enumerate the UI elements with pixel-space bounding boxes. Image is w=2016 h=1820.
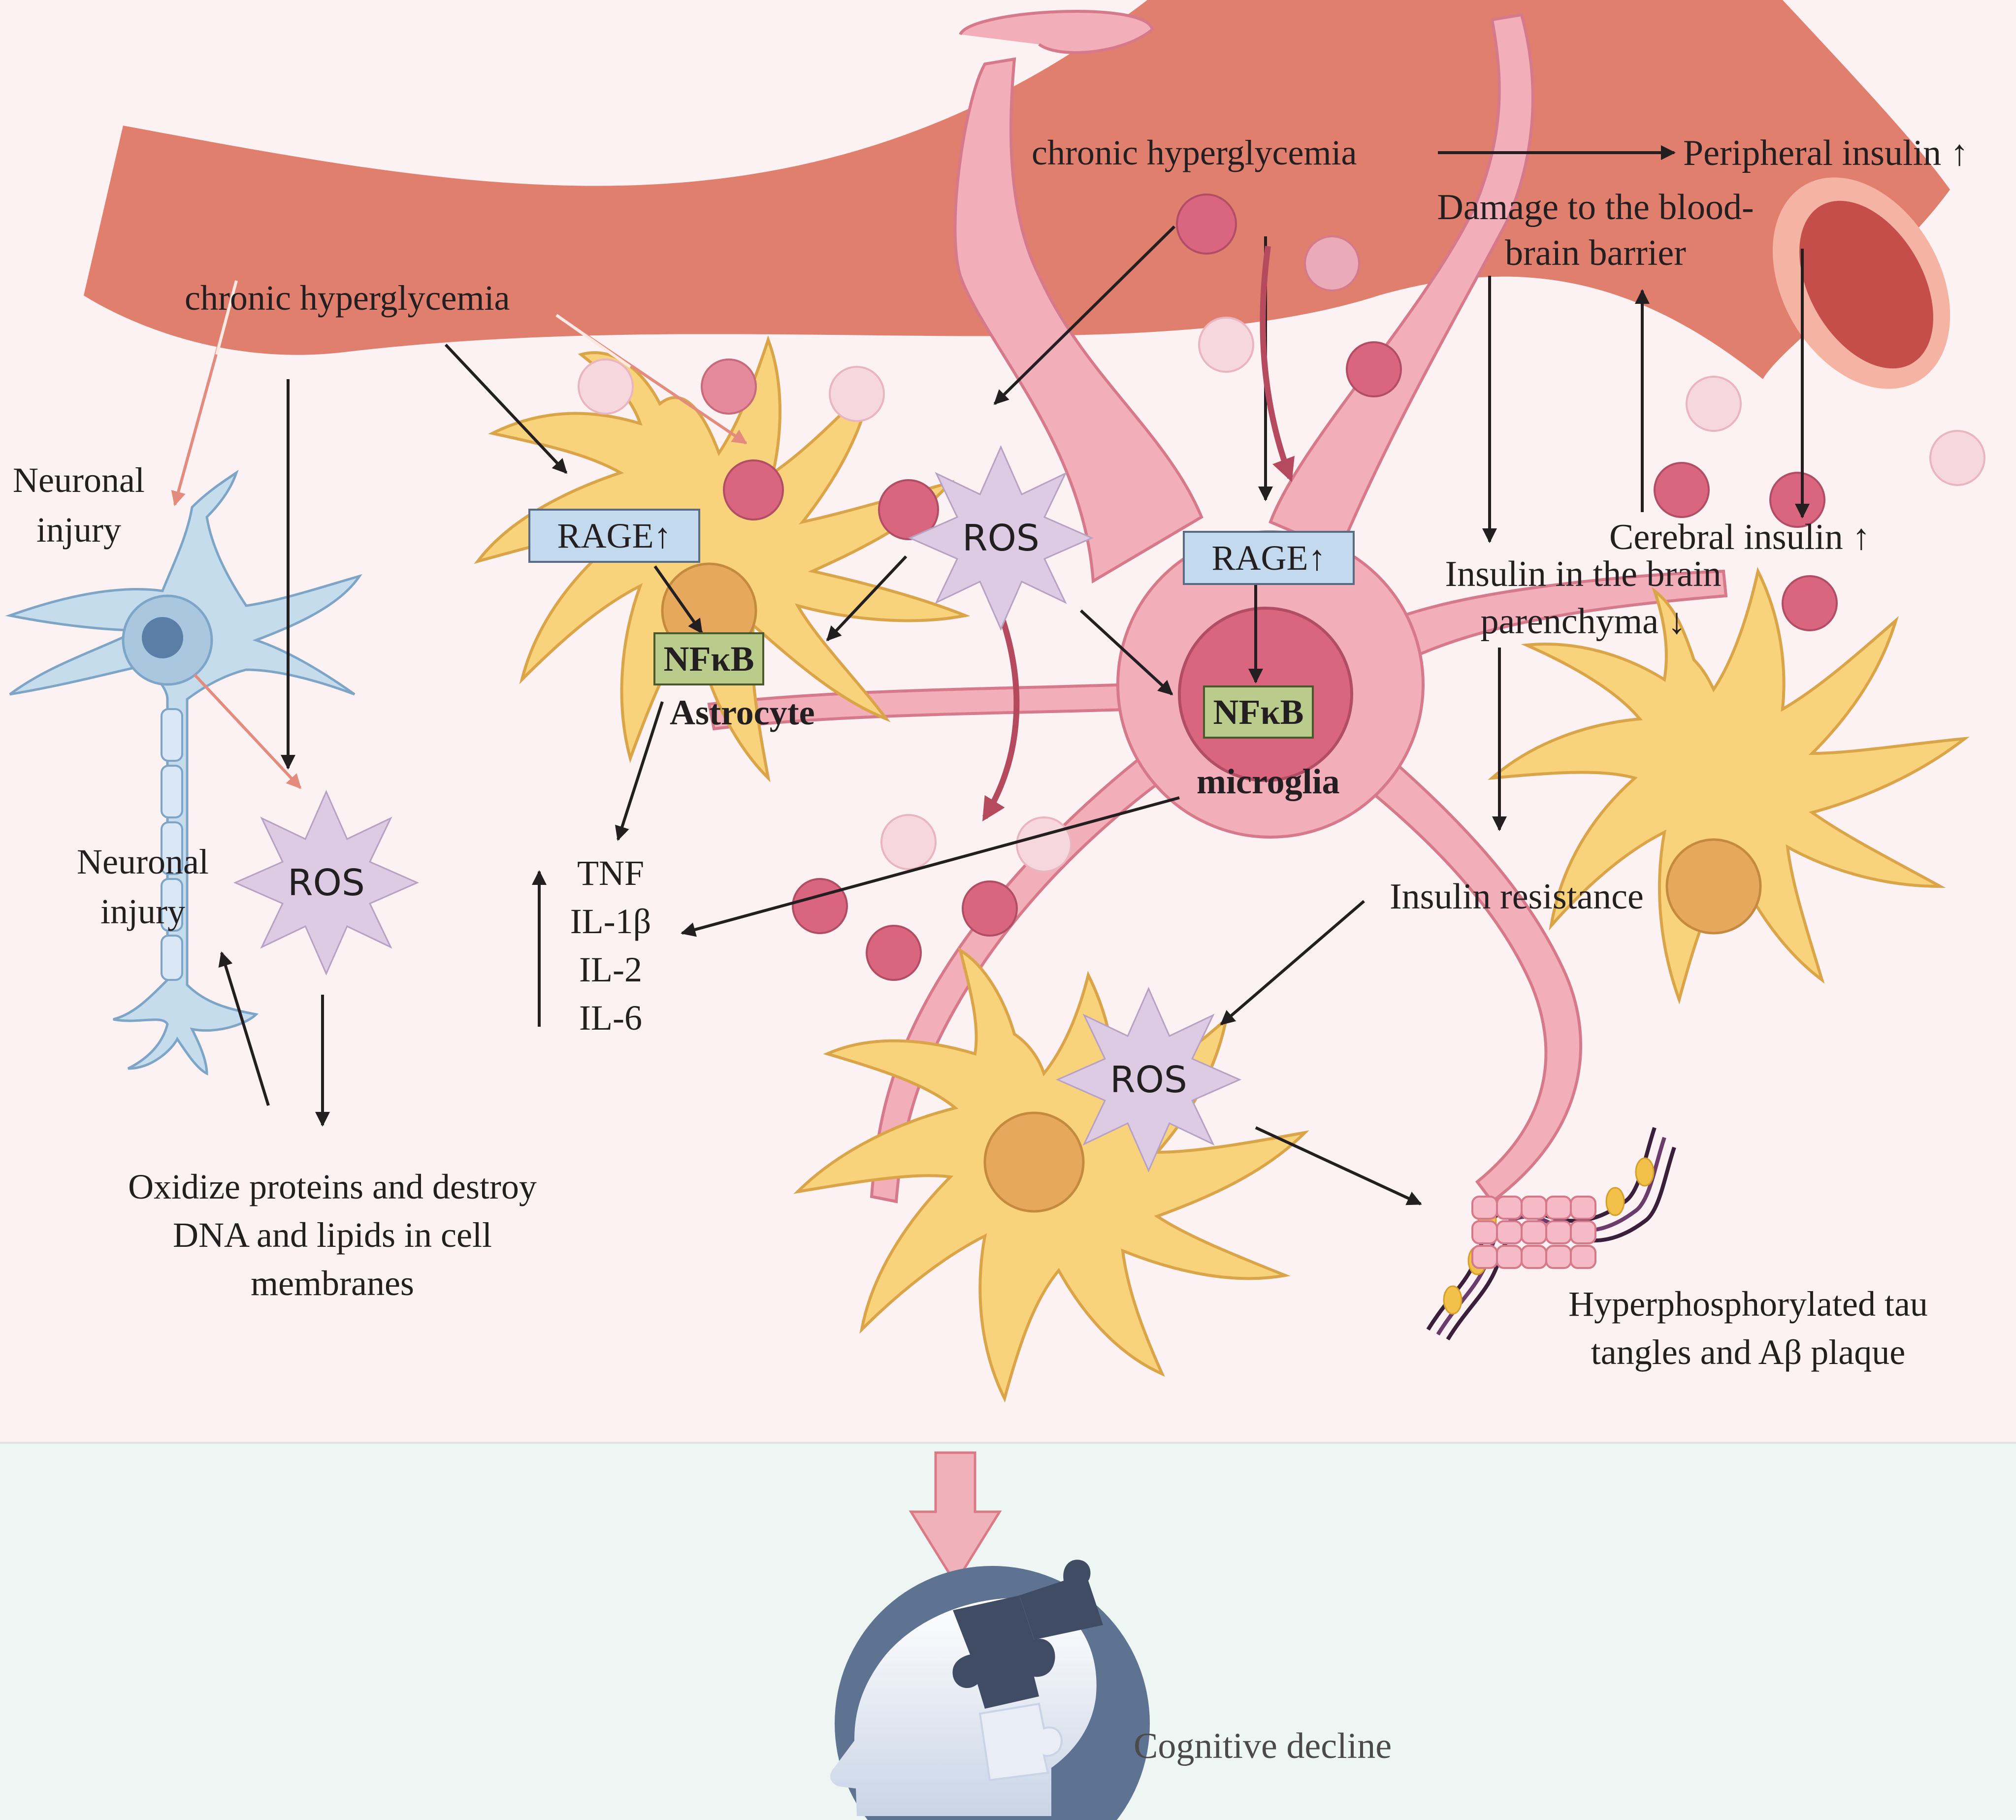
label-insulin-brain-line2: parenchyma ↓ bbox=[1480, 601, 1686, 642]
arrow-neuron-to-ros bbox=[193, 673, 302, 789]
arrow-ros-to-tau bbox=[1255, 1126, 1422, 1205]
arrow-resistance-to-ros bbox=[1220, 900, 1365, 1026]
ros-star-left-shape bbox=[233, 789, 420, 976]
label-bbb-line2: brain barrier bbox=[1505, 233, 1686, 274]
big-down-arrow bbox=[909, 1451, 1002, 1586]
label-neuronal-injury-mid-line1: Neuronal bbox=[77, 842, 209, 881]
microglia-top-processes bbox=[959, 10, 1154, 54]
nfkb-box-astrocyte: NFκB bbox=[653, 632, 764, 685]
label-cerebral-insulin: Cerebral insulin ↑ bbox=[1609, 517, 1871, 557]
pale-arrow-strokes bbox=[215, 280, 631, 368]
ros-star-center-shape bbox=[908, 445, 1094, 631]
red-arrows bbox=[982, 246, 1295, 822]
label-neuronal-injury-top-line1: Neuronal bbox=[13, 460, 145, 500]
ros-star-center: ROS bbox=[906, 443, 1096, 633]
rage-box-microglia: RAGE↑ bbox=[1183, 531, 1355, 585]
label-neuronal-injury-mid-line2: injury bbox=[100, 891, 185, 931]
label-tau: Hyperphosphorylated tau tangles and Aβ p… bbox=[1492, 1280, 2004, 1377]
ros-label-left: ROS bbox=[288, 861, 365, 904]
arrow-ros-to-microglia bbox=[1079, 609, 1173, 696]
ros-star-bottom: ROS bbox=[1054, 985, 1243, 1174]
label-oxidize: Oxidize proteins and destroy DNA and lip… bbox=[59, 1163, 606, 1308]
label-astrocyte: Astrocyte bbox=[670, 693, 815, 732]
cytokine-list: TNF IL-1β IL-2 IL-6 bbox=[552, 849, 670, 1042]
label-oxidize-line2: DNA and lipids in cell bbox=[173, 1215, 492, 1255]
nfkb-box-microglia: NFκB bbox=[1203, 685, 1314, 739]
label-neuronal-injury-top: Neuronal injury bbox=[0, 455, 158, 555]
red-arrow-ros-to-astro-bottom bbox=[982, 609, 1020, 822]
label-oxidize-line3: membranes bbox=[251, 1263, 414, 1303]
label-oxidize-line1: Oxidize proteins and destroy bbox=[128, 1167, 537, 1206]
label-hyperglycemia-left: chronic hyperglycemia bbox=[185, 278, 510, 318]
neuron-myelin bbox=[161, 708, 183, 981]
label-tau-line2: tangles and Aβ plaque bbox=[1591, 1332, 1906, 1372]
arrow-oxidize-to-injury bbox=[218, 951, 270, 1106]
arrow-hyper-to-rage-astro bbox=[444, 343, 568, 474]
label-tau-line1: Hyperphosphorylated tau bbox=[1568, 1284, 1928, 1324]
label-insulin-brain: Insulin in the brain parenchyma ↓ bbox=[1357, 551, 1810, 645]
neuron-nucleus bbox=[142, 617, 183, 658]
arrow-rage-to-nfkb-astro bbox=[653, 565, 703, 634]
amyloid-plaque bbox=[1471, 1196, 1596, 1269]
label-microglia: microglia bbox=[1197, 762, 1340, 801]
rage-box-astrocyte: RAGE↑ bbox=[528, 509, 700, 563]
arrow-hyper-to-ros-center bbox=[993, 225, 1176, 405]
arrow-ros-to-nfkb-astro bbox=[826, 555, 908, 642]
ros-star-bottom-shape bbox=[1055, 986, 1242, 1173]
blood-vessel bbox=[84, 0, 1951, 389]
cytokine-tnf: TNF bbox=[577, 853, 645, 893]
vessel-lumen bbox=[1799, 200, 1933, 369]
label-bbb-line1: Damage to the blood- bbox=[1437, 187, 1754, 228]
cytokine-il1b: IL-1β bbox=[570, 901, 651, 941]
label-peripheral-insulin: Peripheral insulin ↑ bbox=[1683, 133, 1969, 173]
label-hyperglycemia-top: chronic hyperglycemia bbox=[1032, 133, 1357, 172]
glucose-particles bbox=[578, 194, 1985, 981]
label-neuronal-injury-mid: Neuronal injury bbox=[64, 837, 222, 937]
label-neuronal-injury-top-line2: injury bbox=[36, 510, 121, 550]
ros-label-bottom: ROS bbox=[1110, 1058, 1187, 1101]
arrow-nfkb-to-cytokines bbox=[615, 701, 664, 841]
astrocyte-shape-right bbox=[1488, 567, 1970, 1005]
label-insulin-brain-line1: Insulin in the brain bbox=[1445, 554, 1722, 594]
ros-star-left: ROS bbox=[231, 788, 421, 977]
astrocyte-nucleus-right bbox=[1665, 838, 1762, 935]
label-insulin-resistance: Insulin resistance bbox=[1390, 877, 1644, 917]
astrocyte-nucleus-bottom bbox=[983, 1111, 1085, 1213]
cytokine-il2: IL-2 bbox=[579, 949, 642, 989]
red-arrow-into-microglia bbox=[1260, 246, 1295, 482]
label-bbb: Damage to the blood- brain barrier bbox=[1406, 185, 1785, 276]
head-puzzle-icon bbox=[830, 1560, 1150, 1820]
label-cognitive-decline: Cognitive decline bbox=[1134, 1726, 1392, 1766]
arrow-microglia-to-cytokines bbox=[681, 796, 1180, 937]
ros-label-center: ROS bbox=[962, 517, 1040, 559]
cytokine-il6: IL-6 bbox=[579, 998, 642, 1038]
